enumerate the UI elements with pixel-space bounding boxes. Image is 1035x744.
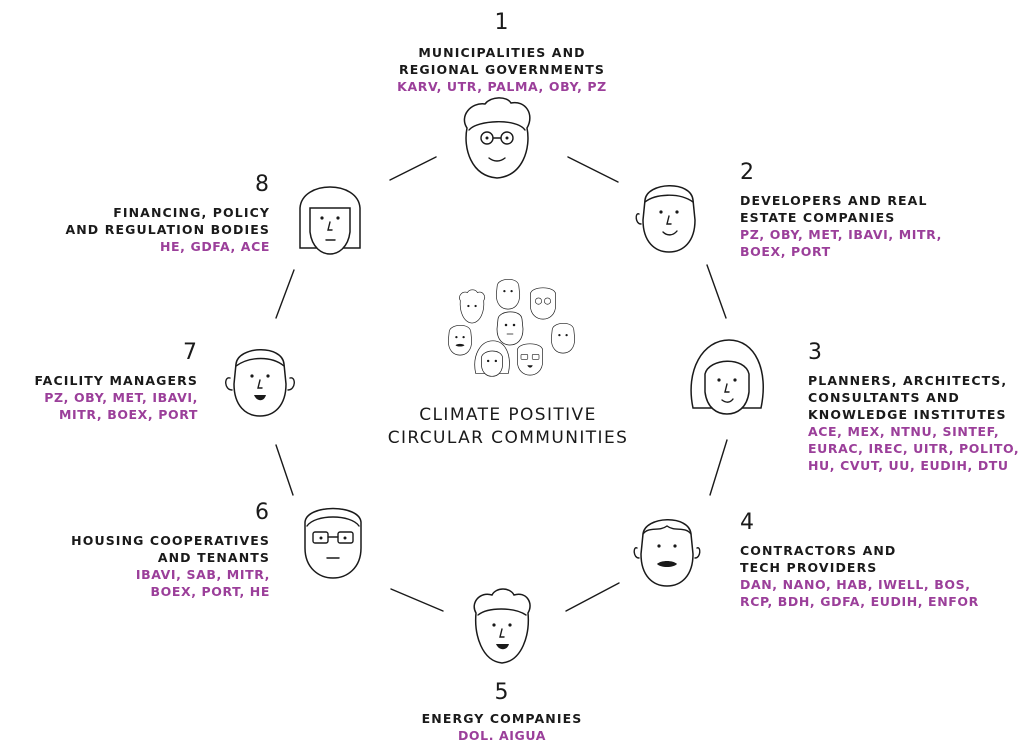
ring-arc-3-4 <box>709 439 728 496</box>
ring-arc-6-7 <box>275 444 294 496</box>
stakeholder-group-8: 8 FINANCING, POLICY AND REGULATION BODIE… <box>30 172 270 255</box>
stakeholder-group-4: 4 CONTRACTORS AND TECH PROVIDERS DAN, NA… <box>740 510 1000 610</box>
center-label: CLIMATE POSITIVE CIRCULAR COMMUNITIES <box>387 405 629 448</box>
group-partners: DOL. AIGUA <box>457 728 547 743</box>
ring-arc-5-6 <box>390 588 444 612</box>
stakeholder-group-7: 7 FACILITY MANAGERS PZ, OBY, MET, IBAVI,… <box>8 340 198 423</box>
ring-arc-1-2 <box>567 156 619 183</box>
stakeholder-group-1: 1 MUNICIPALITIES AND REGIONAL GOVERNMENT… <box>362 10 642 95</box>
face-1-icon <box>463 97 531 179</box>
group-partners: PZ, OBY, MET, IBAVI, MITR, BOEX, PORT <box>44 390 198 422</box>
face-8-icon <box>299 186 361 255</box>
group-number: 2 <box>740 160 755 185</box>
group-number: 8 <box>255 172 270 197</box>
group-title: FINANCING, POLICY AND REGULATION BODIES <box>65 205 270 237</box>
stakeholder-group-3: 3 PLANNERS, ARCHITECTS, CONSULTANTS AND … <box>808 340 1034 474</box>
group-partners: PZ, OBY, MET, IBAVI, MITR, BOEX, PORT <box>740 227 942 259</box>
group-title: PLANNERS, ARCHITECTS, CONSULTANTS AND KN… <box>808 373 1008 422</box>
ring-arcs <box>275 156 728 612</box>
stakeholder-group-2: 2 DEVELOPERS AND REAL ESTATE COMPANIES P… <box>740 160 980 260</box>
group-title: DEVELOPERS AND REAL ESTATE COMPANIES <box>740 193 928 225</box>
community-cluster-icon <box>447 278 576 377</box>
group-partners: HE, GDFA, ACE <box>159 239 270 254</box>
stakeholder-group-6: 6 HOUSING COOPERATIVES AND TENANTS IBAVI… <box>30 500 270 600</box>
face-3-icon <box>690 339 764 415</box>
stakeholder-group-5: 5 ENERGY COMPANIES DOL. AIGUA <box>392 680 612 744</box>
group-title: FACILITY MANAGERS <box>34 373 198 388</box>
face-7-icon <box>225 349 295 417</box>
group-partners: DAN, NANO, HAB, IWELL, BOS, RCP, BDH, GD… <box>740 577 979 609</box>
face-2-icon <box>635 185 696 253</box>
face-5-icon <box>473 588 531 664</box>
group-partners: IBAVI, SAB, MITR, BOEX, PORT, HE <box>135 567 270 599</box>
group-title: CONTRACTORS AND TECH PROVIDERS <box>740 543 897 575</box>
group-partners: ACE, MEX, NTNU, SINTEF, EURAC, IREC, UIT… <box>808 424 1020 473</box>
group-number: 5 <box>494 680 510 705</box>
group-number: 4 <box>740 510 755 535</box>
face-4-icon <box>633 519 701 587</box>
group-number: 1 <box>494 10 510 35</box>
group-number: 3 <box>808 340 823 365</box>
group-title: HOUSING COOPERATIVES AND TENANTS <box>71 533 270 565</box>
group-title: ENERGY COMPANIES <box>421 711 583 726</box>
group-title: MUNICIPALITIES AND REGIONAL GOVERNMENTS <box>399 45 605 77</box>
ring-arc-8-1 <box>389 156 437 181</box>
group-number: 7 <box>183 340 198 365</box>
group-number: 6 <box>255 500 270 525</box>
ring-arc-2-3 <box>706 264 727 319</box>
ring-arc-7-8 <box>275 269 295 319</box>
group-partners: KARV, UTR, PALMA, OBY, PZ <box>397 79 607 94</box>
ring-arc-4-5 <box>565 582 620 612</box>
face-6-icon <box>304 507 362 579</box>
